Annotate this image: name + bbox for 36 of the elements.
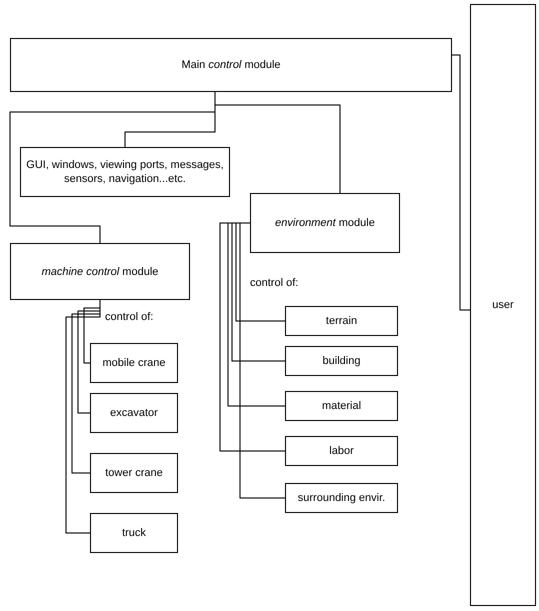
box-label: building <box>322 354 360 368</box>
module-box <box>20 147 230 197</box>
connector-line <box>240 222 286 498</box>
module-box <box>90 513 178 553</box>
connector-line <box>220 222 286 452</box>
box-label: Main control module <box>181 58 281 72</box>
box-label: excavator <box>110 406 158 420</box>
module-box <box>285 483 398 513</box>
box-label: mobile crane <box>102 356 166 370</box>
connector-line <box>228 222 286 406</box>
connector-line <box>452 54 470 310</box>
module-box <box>90 393 178 433</box>
box-label: tower crane <box>105 466 163 480</box>
box-label: surrounding envir. <box>298 491 386 505</box>
module-box <box>285 346 398 376</box>
box-label: GUI, windows, viewing ports, messages, sensors, navigation...etc. <box>25 158 225 186</box>
module-box <box>10 243 190 300</box>
module-box <box>10 38 452 92</box>
box-label: labor <box>329 444 354 458</box>
box-label: machine control module <box>42 264 158 278</box>
connector-line <box>66 300 100 534</box>
connector-line <box>214 92 340 194</box>
module-box <box>250 193 400 253</box>
module-box <box>285 436 398 466</box>
box-label: user <box>492 298 514 312</box>
module-box <box>90 343 178 383</box>
module-box <box>90 453 178 493</box>
box-label: environment module <box>275 216 375 230</box>
module-box <box>470 4 536 606</box>
module-box <box>285 306 398 336</box>
box-label: truck <box>122 526 146 540</box>
box-label: material <box>322 399 362 413</box>
connector-line <box>232 222 286 362</box>
connector-line <box>236 222 286 322</box>
module-box <box>285 391 398 421</box>
box-label: terrain <box>326 314 358 328</box>
